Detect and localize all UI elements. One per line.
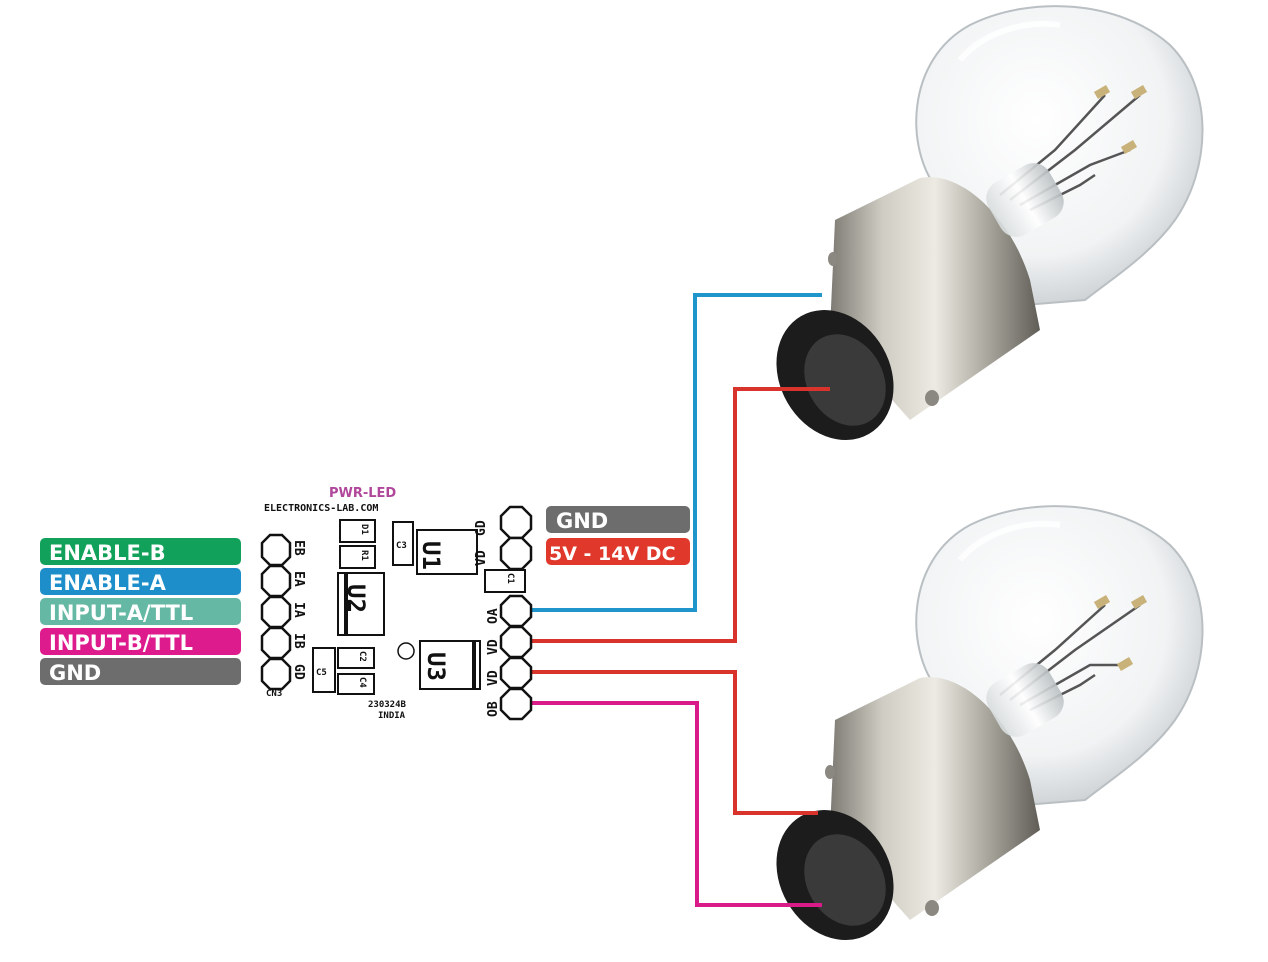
pin-gd-right (499, 505, 533, 540)
right-bottom-connector (499, 594, 533, 721)
label-c1: C1 (505, 573, 515, 584)
pin-label-vd-b: VD (486, 670, 501, 686)
pcb: PWR-LED ELECTRONICS-LAB.COM EB EA IA IB … (260, 486, 533, 721)
lamp-bottom (776, 505, 1204, 940)
pin-vd-power (499, 536, 533, 571)
board-title: PWR-LED (329, 486, 396, 501)
right-top-pin-labels: GD VD (474, 520, 489, 566)
pin-label-ea: EA (291, 571, 306, 587)
pin-ea (260, 564, 292, 598)
pin-label-oa: OA (486, 608, 501, 624)
label-input-b: INPUT-B/TTL (40, 628, 241, 655)
label-input-b-text: INPUT-B/TTL (49, 631, 193, 655)
board-country: INDIA (378, 711, 406, 721)
right-bottom-pin-labels: OA VD VD OB (486, 608, 501, 717)
pin-label-vd-a: VD (486, 639, 501, 655)
c2-outline (337, 647, 375, 669)
pin-ia (260, 595, 292, 629)
label-enable-a-text: ENABLE-A (49, 571, 167, 595)
wires (530, 293, 830, 907)
right-top-connector (499, 505, 533, 571)
wire-vd-to-lamp-top (530, 387, 830, 643)
label-r1: R1 (359, 550, 369, 561)
lamp-bottom-base (776, 663, 1064, 940)
pin-oa (499, 594, 533, 628)
pin-label-ob: OB (486, 701, 501, 717)
right-labels: GND 5V - 14V DC (546, 506, 690, 565)
c4-outline (337, 673, 375, 695)
label-c4: C4 (357, 677, 367, 688)
c3-outline (392, 521, 414, 566)
c5-outline (312, 647, 336, 693)
label-enable-b: ENABLE-B (40, 538, 241, 565)
wire-oa-to-lamp-top (530, 293, 822, 612)
label-input-a-text: INPUT-A/TTL (49, 601, 193, 625)
label-u1: U1 (417, 541, 445, 570)
label-c5: C5 (316, 668, 327, 678)
board-site: ELECTRONICS-LAB.COM (264, 503, 378, 514)
label-c2: C2 (357, 651, 367, 662)
wire-vd-to-lamp-bottom (530, 670, 818, 815)
left-pin-labels: EB EA IA IB GD (291, 540, 306, 680)
d1-outline (339, 519, 376, 543)
wire-ob-to-lamp-bottom (530, 701, 822, 907)
mounting-hole (397, 642, 415, 660)
label-d1: D1 (359, 524, 369, 535)
pin-label-gd-right: GD (474, 520, 489, 536)
pin-ob (499, 687, 533, 721)
label-c3: C3 (396, 541, 407, 551)
connector-name: CN3 (266, 689, 282, 699)
component-labels: D1 R1 C3 U1 C1 U2 C5 C2 C4 U3 (316, 524, 515, 688)
label-power: 5V - 14V DC (546, 538, 690, 565)
pin-vd-b (499, 656, 533, 690)
label-input-a: INPUT-A/TTL (40, 598, 241, 625)
lamp-top (776, 5, 1204, 440)
pin-gd-left (260, 657, 292, 691)
r1-outline (339, 545, 376, 569)
label-gnd-right-text: GND (556, 509, 608, 533)
board-code: 230324B (368, 700, 407, 710)
pin-label-vd-power: VD (474, 550, 489, 566)
label-u2: U2 (342, 584, 370, 613)
label-gnd-right: GND (546, 506, 690, 533)
lamp-top-base (776, 163, 1064, 440)
label-enable-a: ENABLE-A (40, 568, 241, 595)
components (312, 519, 526, 695)
u3-outline (419, 640, 481, 690)
u2-outline (337, 572, 385, 636)
u1-outline (416, 529, 478, 575)
label-gnd-left: GND (40, 658, 241, 685)
pin-label-ia: IA (291, 602, 306, 618)
label-enable-b-text: ENABLE-B (49, 541, 166, 565)
pin-ib (260, 626, 292, 660)
pin-label-ib: IB (291, 633, 306, 649)
c1-outline (484, 569, 526, 593)
label-u3: U3 (422, 652, 450, 681)
label-gnd-left-text: GND (49, 661, 101, 685)
left-connector (260, 533, 292, 691)
left-labels: ENABLE-B ENABLE-A INPUT-A/TTL INPUT-B/TT… (40, 538, 241, 685)
pin-label-gd-left: GD (291, 664, 306, 680)
pin-vd-a (499, 625, 533, 659)
label-power-text: 5V - 14V DC (549, 543, 676, 565)
pin-eb (260, 533, 292, 567)
pin-label-eb: EB (291, 540, 306, 556)
